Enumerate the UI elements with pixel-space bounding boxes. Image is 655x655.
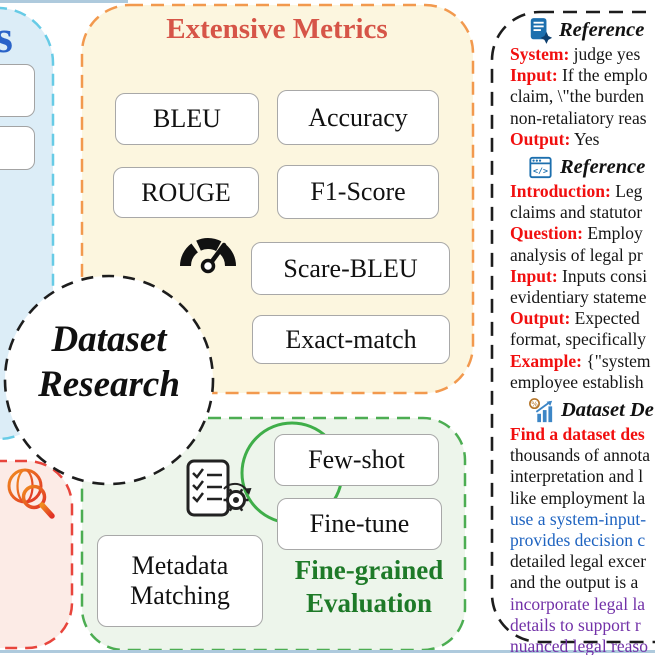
reference-text-line: evidentiary stateme (510, 287, 647, 308)
document-sparkle-icon (530, 17, 552, 44)
reference-text-line: Output: Expected (510, 308, 640, 329)
gauge-icon (180, 238, 236, 274)
extensive-metrics-title: Extensive Metrics (166, 13, 388, 45)
left-panel-item (0, 64, 35, 117)
metric-bleu: BLEU (115, 93, 259, 145)
metric-f1-score: F1-Score (277, 165, 439, 219)
eval-title-line2: Evaluation (305, 588, 433, 619)
left-panel-item (0, 126, 35, 170)
reference-text-line: Find a dataset des (510, 424, 645, 445)
reference-text-line: format, specifically (510, 329, 647, 350)
dataset-research-line2: Research (38, 364, 180, 406)
metric-scare-bleu: Scare-BLEU (251, 242, 450, 295)
reference-text-line: interpretation and l (510, 466, 644, 487)
reference-text-line: and the output is a (510, 572, 639, 593)
reference-text-line: incorporate legal la (510, 593, 646, 614)
reference-text-line: details to support r (510, 614, 641, 635)
reference-text-line: non-retaliatory reas (510, 107, 647, 128)
metadata-line2: Matching (130, 581, 230, 610)
reference-text-line: claim, \"the burden (510, 86, 644, 107)
top-edge-line (0, 0, 128, 3)
reference-text-line: Example: {"system (510, 350, 651, 371)
reference-text-line: System: judge yes (510, 44, 641, 64)
reference-section3-header: % Dataset De (492, 397, 655, 424)
dataset-research-circle (3, 274, 215, 486)
reference-text-line: like employment la (510, 487, 646, 508)
bottom-edge-line (0, 650, 655, 653)
reference-text-line: provides decision c (510, 530, 646, 551)
section3-title: Dataset De (561, 399, 654, 422)
eval-few-shot: Few-shot (274, 434, 439, 486)
metadata-line1: Metadata (131, 551, 229, 581)
eval-title-line1: Fine-grained (294, 555, 444, 585)
dataset-research-title: Dataset Research (10, 317, 208, 407)
reference-text-line: thousands of annota (510, 445, 650, 466)
reference-text-line: analysis of legal pr (510, 244, 643, 265)
reference-text-line: Introduction: Leg (510, 181, 643, 202)
metric-rouge: ROUGE (113, 167, 259, 218)
reference-section1-header: Reference (492, 17, 655, 44)
reference-text-line: detailed legal excer (510, 551, 647, 572)
eval-fine-tune: Fine-tune (277, 498, 442, 550)
reference-text-line: Input: Inputs consi (510, 265, 648, 286)
reference-text-line: Question: Employ (510, 223, 643, 244)
dataset-discovery-panel (0, 459, 74, 650)
reference-text-line: claims and statutor (510, 202, 643, 223)
reference-section2-header: </> Reference (492, 154, 655, 181)
dataset-research-line1: Dataset (51, 319, 167, 360)
globe-search-icon (7, 468, 55, 519)
svg-text:%: % (531, 400, 538, 408)
reference-text-line: Output: Yes (510, 128, 600, 149)
code-window-icon: </> (529, 156, 552, 178)
svg-text:</>: </> (533, 165, 548, 175)
metric-exact-match: Exact-match (252, 315, 450, 364)
metric-accuracy: Accuracy (277, 90, 439, 145)
section1-title: Reference (559, 19, 645, 41)
section2-title: Reference (560, 156, 646, 179)
reference-text-line: use a system-input- (510, 508, 647, 529)
checklist-gear-icon (186, 459, 252, 517)
reference-text-line: employee establish (510, 371, 644, 392)
chart-search-icon: % (529, 397, 553, 422)
reference-text-line: Input: If the emplo (510, 65, 648, 86)
fine-grained-evaluation-title: Fine-grained Evaluation (274, 554, 464, 620)
eval-metadata-matching: Metadata Matching (97, 535, 263, 627)
reference-text-line: nuanced legal reaso (510, 636, 648, 655)
left-panel-title-fragment: s (0, 11, 13, 62)
